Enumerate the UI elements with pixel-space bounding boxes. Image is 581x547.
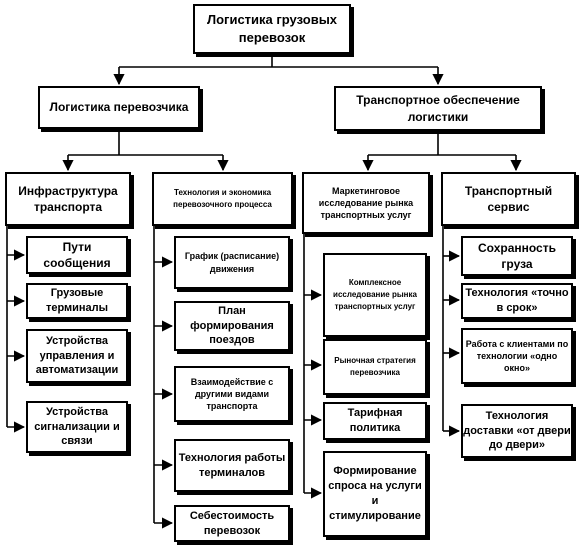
transport-service-box: Транспортный сервис <box>441 172 576 226</box>
technology-economics-box: Технология и экономика перевозочного про… <box>152 172 293 226</box>
col2-item-terminal-technology: Технология работы терминалов <box>174 439 290 492</box>
col4-item-cargo-safety: Сохранность груза <box>461 236 573 276</box>
transport-service-label: Транспортный сервис <box>464 183 553 214</box>
col2-item-schedule: График (расписание) движения <box>174 236 290 289</box>
col1-item-terminals: Грузовые терминалы <box>26 283 128 319</box>
transport-support-label: Транспортное обеспечение логистики <box>356 93 520 124</box>
infrastructure-box: Инфраструктура транспорта <box>5 172 131 226</box>
col4-item-door-to-door: Технология доставки «от двери до двери» <box>461 404 573 458</box>
col3-item-tariff-policy: Тарифная политика <box>323 402 427 440</box>
technology-economics-label: Технология и экономика перевозочного про… <box>173 188 272 209</box>
marketing-research-label: Маркетинговое исследование рынка транспо… <box>318 185 414 221</box>
infrastructure-label: Инфраструктура транспорта <box>18 183 118 214</box>
logistics-carrier-box: Логистика перевозчика <box>38 86 200 129</box>
logistics-carrier-label: Логистика перевозчика <box>49 100 189 115</box>
transport-support-box: Транспортное обеспечение логистики <box>334 86 542 131</box>
marketing-research-box: Маркетинговое исследование рынка транспо… <box>302 172 430 234</box>
col1-item-signalling-devices: Устройства сигнализации и связи <box>26 401 128 453</box>
col1-item-routes: Пути сообщения <box>26 236 128 274</box>
col4-item-one-window: Работа с клиентами по технологии «одно о… <box>461 328 573 384</box>
col2-item-interaction: Взаимодействие с другими видами транспор… <box>174 366 290 422</box>
col3-item-market-strategy: Рыночная стратегия перевозчика <box>323 339 427 395</box>
col2-item-cost: Себестоимость перевозок <box>174 505 290 542</box>
root-label: Логистика грузовых перевозок <box>206 12 338 45</box>
col3-item-complex-research: Комплексное исследование рынка транспорт… <box>323 253 427 337</box>
col3-item-demand-formation: Формирование спроса на услуги и стимулир… <box>323 451 427 537</box>
col4-item-just-in-time: Технология «точно в срок» <box>461 283 573 319</box>
root-box: Логистика грузовых перевозок <box>193 4 351 54</box>
col2-item-train-formation: План формирования поездов <box>174 301 290 351</box>
col1-item-control-devices: Устройства управления и автоматизации <box>26 329 128 383</box>
